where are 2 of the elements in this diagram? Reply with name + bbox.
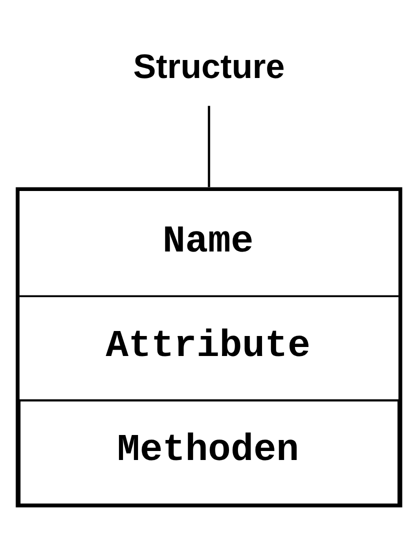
node-text: Structure [133,48,285,86]
connector [208,106,210,188]
